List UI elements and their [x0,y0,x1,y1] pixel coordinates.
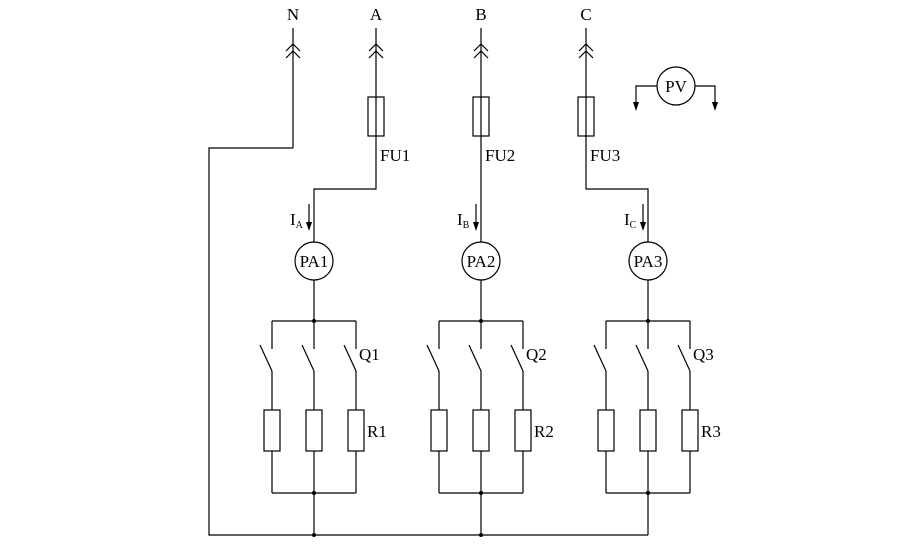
fuse-fu3-label: FU3 [590,146,620,165]
terminal-a-label: A [370,5,383,24]
neutral-wire [208,147,648,536]
switch-q3-label: Q3 [693,345,714,364]
fuse-fu1-label: FU1 [380,146,410,165]
resistor-r3 [597,409,615,452]
resistor-r3-label: R3 [701,422,721,441]
resistor-r1 [263,409,281,452]
switch-q2-label: Q2 [526,345,547,364]
switch-q1-label: Q1 [359,345,380,364]
terminal-n-label: N [287,5,299,24]
resistor-r2 [430,409,448,452]
current-ic-label: IC [624,210,637,231]
ammeter-pa1-label: PA1 [300,252,329,271]
phase-c-branch: FU3 IC PA3 Q3 R3 [577,96,721,535]
resistor-r2-label: R2 [534,422,554,441]
resistor-r1-label: R1 [367,422,387,441]
connector-n [285,28,301,148]
phase-a-branch: FU1 IA PA1 Q1 R1 [259,96,410,537]
current-ib-label: IB [457,210,470,231]
connector-b [473,28,489,97]
switch-q1-blade [259,344,273,372]
switch-q2-blade [426,344,440,372]
ammeter-pa3-label: PA3 [634,252,663,271]
voltmeter-label: PV [665,77,687,96]
current-ia-label: IA [290,210,304,231]
terminal-b-label: B [475,5,486,24]
phase-b-branch: FU2 IB PA2 Q2 R2 [426,96,554,537]
ammeter-pa2-label: PA2 [467,252,496,271]
connector-c [578,28,594,97]
voltmeter-pv: PV [633,66,718,111]
connector-a [368,28,384,97]
fuse-fu2-label: FU2 [485,146,515,165]
terminal-c-label: C [580,5,591,24]
switch-q3-blade [593,344,607,372]
